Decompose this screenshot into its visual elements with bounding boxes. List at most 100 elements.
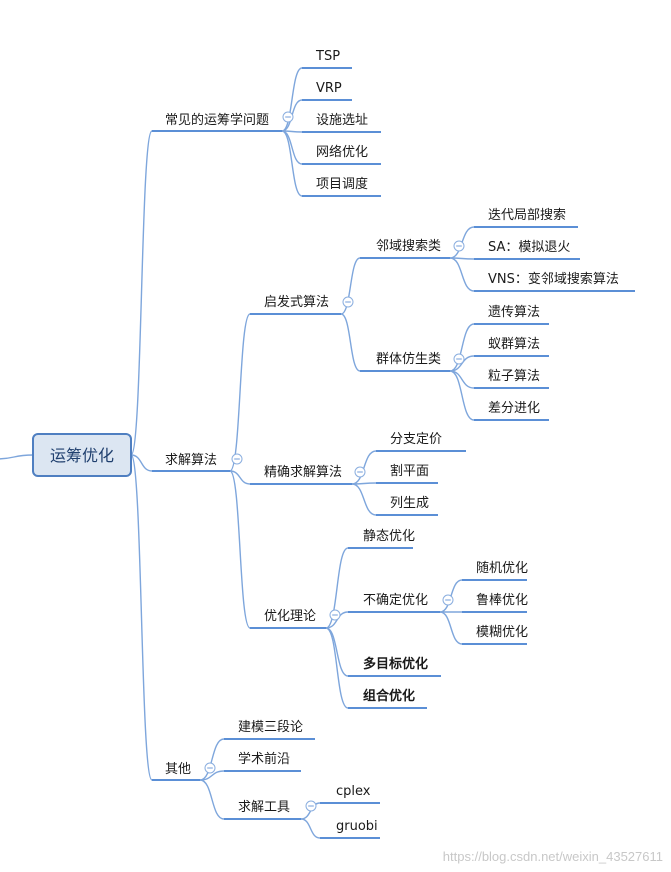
leaf-academic-frontier[interactable]: 学术前沿 bbox=[224, 751, 301, 772]
connector-23 bbox=[351, 483, 377, 516]
collapse-toggle-heuristic-icon[interactable] bbox=[342, 296, 354, 308]
leaf-modeling-three-steps-label: 建模三段论 bbox=[238, 720, 303, 735]
node-heuristic-algorithms[interactable]: 启发式算法 bbox=[250, 294, 341, 315]
leaf-facility-location-label: 设施选址 bbox=[316, 113, 368, 128]
connector-27 bbox=[325, 627, 349, 709]
node-optimization-theory-label: 优化理论 bbox=[264, 609, 316, 624]
leaf-particle-swarm-label: 粒子算法 bbox=[488, 369, 540, 384]
leaf-vns[interactable]: VNS：变邻域搜索算法 bbox=[474, 271, 635, 292]
leaf-project-scheduling[interactable]: 项目调度 bbox=[302, 176, 381, 197]
node-swarm-bionic[interactable]: 群体仿生类 bbox=[360, 352, 450, 372]
root-node-box bbox=[32, 433, 132, 477]
node-solver-tools-label: 求解工具 bbox=[238, 800, 290, 815]
leaf-vrp-label: VRP bbox=[316, 81, 342, 96]
leaf-column-generation[interactable]: 列生成 bbox=[376, 496, 438, 516]
node-uncertain-optimization-label: 不确定优化 bbox=[363, 593, 428, 608]
connector-21 bbox=[351, 450, 377, 485]
leaf-stochastic-optimization-label: 随机优化 bbox=[476, 561, 528, 576]
leaf-gruobi[interactable]: gruobi bbox=[320, 819, 380, 839]
connector-11 bbox=[229, 470, 251, 629]
leaf-robust-optimization[interactable]: 鲁棒优化 bbox=[462, 593, 528, 613]
leaf-combinatorial-optimization-label: 组合优化 bbox=[363, 688, 415, 704]
connector-32 bbox=[199, 770, 225, 781]
connector-17 bbox=[449, 323, 475, 372]
leaf-vrp[interactable]: VRP bbox=[302, 81, 352, 101]
leaf-cplex[interactable]: cplex bbox=[320, 784, 380, 804]
connector-13 bbox=[340, 313, 361, 372]
collapse-toggle-common-icon[interactable] bbox=[282, 111, 294, 123]
leaf-tsp[interactable]: TSP bbox=[302, 49, 352, 69]
leaf-combinatorial-optimization[interactable]: 组合优化 bbox=[348, 688, 427, 709]
connector-24 bbox=[325, 547, 349, 629]
leaf-multi-objective-optimization[interactable]: 多目标优化 bbox=[348, 656, 441, 677]
leaf-branch-and-price-label: 分支定价 bbox=[390, 432, 442, 447]
leaf-differential-evolution[interactable]: 差分进化 bbox=[474, 401, 549, 421]
leaf-ant-colony-label: 蚁群算法 bbox=[488, 337, 540, 352]
leaf-cutting-plane[interactable]: 割平面 bbox=[376, 463, 438, 484]
branch-common-problems-label: 常见的运筹学问题 bbox=[165, 112, 269, 128]
collapse-toggle-neighborhood-icon[interactable] bbox=[453, 240, 465, 252]
branch-common-problems[interactable]: 常见的运筹学问题 bbox=[152, 112, 282, 132]
leaf-column-generation-label: 列生成 bbox=[390, 496, 429, 511]
connector-30 bbox=[439, 611, 463, 645]
node-neighborhood-search[interactable]: 邻域搜索类 bbox=[360, 239, 450, 259]
branch-other-label: 其他 bbox=[165, 762, 191, 777]
connector-2 bbox=[130, 454, 153, 472]
leaf-multi-objective-optimization-label: 多目标优化 bbox=[363, 656, 428, 672]
leaf-simulated-annealing[interactable]: SA：模拟退火 bbox=[474, 240, 580, 260]
leaf-particle-swarm[interactable]: 粒子算法 bbox=[474, 369, 549, 389]
leaf-static-optimization-label: 静态优化 bbox=[363, 529, 415, 544]
connector-3 bbox=[130, 454, 153, 781]
branch-other[interactable]: 其他 bbox=[152, 762, 200, 781]
node-optimization-theory[interactable]: 优化理论 bbox=[250, 609, 326, 629]
connector-8 bbox=[281, 130, 303, 197]
collapse-toggle-solve-icon[interactable] bbox=[231, 453, 243, 465]
collapse-toggle-uncertain-icon[interactable] bbox=[442, 594, 454, 606]
connector-33 bbox=[199, 779, 225, 820]
collapse-toggle-theory-icon[interactable] bbox=[329, 609, 341, 621]
branch-solving-algorithms[interactable]: 求解算法 bbox=[152, 453, 230, 472]
collapse-toggle-tools-icon[interactable] bbox=[305, 800, 317, 812]
watermark: https://blog.csdn.net/weixin_43527611 bbox=[442, 849, 663, 864]
node-heuristic-algorithms-label: 启发式算法 bbox=[264, 294, 329, 310]
node-exact-algorithms[interactable]: 精确求解算法 bbox=[250, 465, 352, 485]
connector-12 bbox=[340, 257, 361, 315]
node-exact-algorithms-label: 精确求解算法 bbox=[264, 465, 342, 480]
node-swarm-bionic-label: 群体仿生类 bbox=[376, 352, 441, 367]
leaf-network-optimization-label: 网络优化 bbox=[316, 144, 368, 160]
node-solver-tools[interactable]: 求解工具 bbox=[224, 800, 301, 820]
leaf-simulated-annealing-label: SA：模拟退火 bbox=[488, 240, 570, 255]
leaf-ant-colony[interactable]: 蚁群算法 bbox=[474, 337, 549, 357]
root-node[interactable]: 运筹优化 bbox=[32, 433, 132, 477]
leaf-academic-frontier-label: 学术前沿 bbox=[238, 751, 290, 767]
node-neighborhood-search-label: 邻域搜索类 bbox=[376, 239, 441, 254]
leaf-iterated-local-search-label: 迭代局部搜索 bbox=[488, 208, 566, 223]
leaf-stochastic-optimization[interactable]: 随机优化 bbox=[462, 561, 528, 581]
leaf-facility-location[interactable]: 设施选址 bbox=[302, 113, 381, 133]
collapse-toggle-swarm-icon[interactable] bbox=[453, 353, 465, 365]
leaf-network-optimization[interactable]: 网络优化 bbox=[302, 144, 381, 165]
leaf-cutting-plane-label: 割平面 bbox=[390, 463, 429, 479]
collapse-toggle-other-icon[interactable] bbox=[204, 762, 216, 774]
leaf-branch-and-price[interactable]: 分支定价 bbox=[376, 432, 466, 452]
connector-19 bbox=[449, 370, 475, 389]
leaf-static-optimization[interactable]: 静态优化 bbox=[348, 529, 415, 549]
leaf-gruobi-label: gruobi bbox=[336, 819, 378, 834]
leaf-iterated-local-search[interactable]: 迭代局部搜索 bbox=[474, 208, 578, 228]
node-uncertain-optimization[interactable]: 不确定优化 bbox=[348, 593, 440, 613]
leaf-cplex-label: cplex bbox=[336, 784, 371, 799]
leaf-project-scheduling-label: 项目调度 bbox=[316, 176, 368, 192]
root-node-label: 运筹优化 bbox=[50, 446, 114, 465]
connector-4 bbox=[281, 67, 303, 132]
leaf-modeling-three-steps[interactable]: 建模三段论 bbox=[224, 720, 315, 740]
connector-0 bbox=[0, 454, 34, 460]
leaf-genetic-algorithm-label: 遗传算法 bbox=[488, 305, 540, 320]
leaf-fuzzy-optimization-label: 模糊优化 bbox=[476, 624, 528, 640]
collapse-toggle-exact-icon[interactable] bbox=[354, 466, 366, 478]
connector-20 bbox=[449, 370, 475, 421]
leaf-genetic-algorithm[interactable]: 遗传算法 bbox=[474, 305, 549, 325]
connector-31 bbox=[199, 738, 225, 781]
leaf-fuzzy-optimization[interactable]: 模糊优化 bbox=[462, 624, 528, 645]
leaf-robust-optimization-label: 鲁棒优化 bbox=[476, 593, 528, 608]
